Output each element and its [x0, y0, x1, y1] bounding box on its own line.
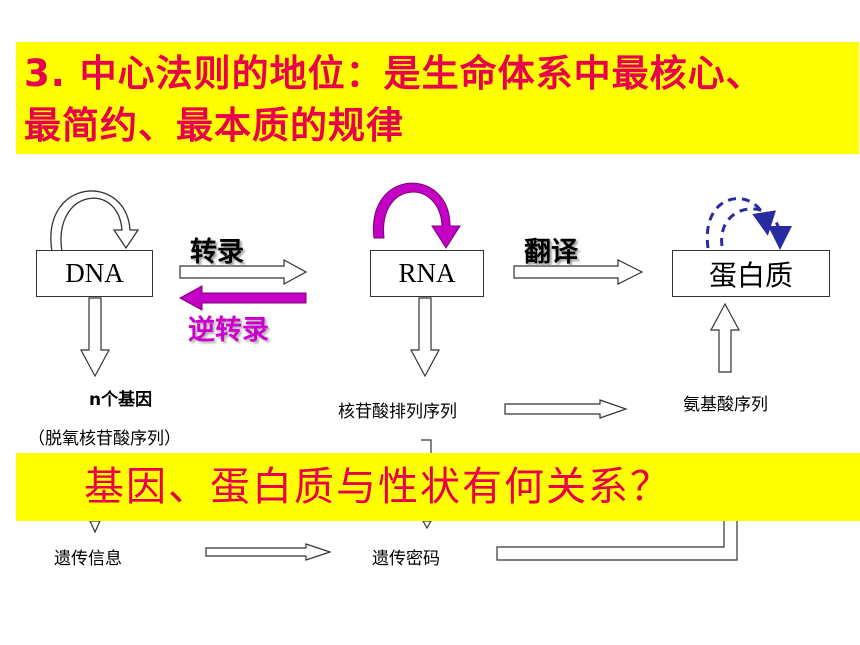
dna-lower-arrow-tip — [89, 520, 101, 534]
protein-up-arrow — [709, 302, 741, 373]
rna-to-amino-acid-arrow — [504, 399, 628, 419]
info-to-code-arrow — [205, 543, 332, 561]
reverse-transcription-label: 逆转录 — [188, 315, 269, 346]
rna-sequence-label: 核苷酸排列序列 — [338, 402, 457, 422]
code-to-protein-connector — [496, 519, 738, 561]
dna-genes-detail-label: （脱氧核苷酸序列） — [28, 429, 181, 449]
transcription-label: 转录 — [190, 237, 244, 268]
dna-replication-loop — [50, 190, 140, 253]
reverse-transcription-arrow — [178, 285, 307, 311]
genetic-information-label: 遗传信息 — [54, 549, 122, 569]
protein-node-label: 蛋白质 — [708, 258, 793, 292]
rna-node-label: RNA — [398, 258, 456, 288]
protein-node: 蛋白质 — [672, 250, 830, 297]
rna-lower-arrow-stub — [421, 439, 433, 530]
dna-genes-label: n个基因 — [89, 390, 153, 410]
title-line-1: 3. 中心法则的地位：是生命体系中最核心、 — [24, 52, 764, 95]
question-text: 基因、蛋白质与性状有何关系？ — [84, 464, 672, 510]
rna-replication-loop — [373, 182, 461, 249]
rna-down-arrow — [409, 297, 441, 378]
title-banner — [16, 42, 859, 154]
dna-node: DNA — [36, 250, 153, 297]
translation-arrow — [513, 259, 644, 285]
amino-acid-sequence-label: 氨基酸序列 — [683, 395, 768, 415]
genetic-code-label: 遗传密码 — [372, 549, 440, 569]
translation-label: 翻译 — [524, 237, 578, 268]
protein-dashed-loop — [705, 197, 792, 250]
dna-node-label: DNA — [65, 258, 124, 288]
transcription-arrow — [179, 258, 308, 286]
question-banner — [16, 453, 860, 521]
rna-node: RNA — [370, 250, 484, 297]
dna-down-arrow — [79, 297, 111, 378]
title-line-2: 最简约、最本质的规律 — [24, 104, 404, 147]
page-title: 3. 中心法则的地位：是生命体系中最核心、 最简约、最本质的规律 — [24, 48, 854, 152]
